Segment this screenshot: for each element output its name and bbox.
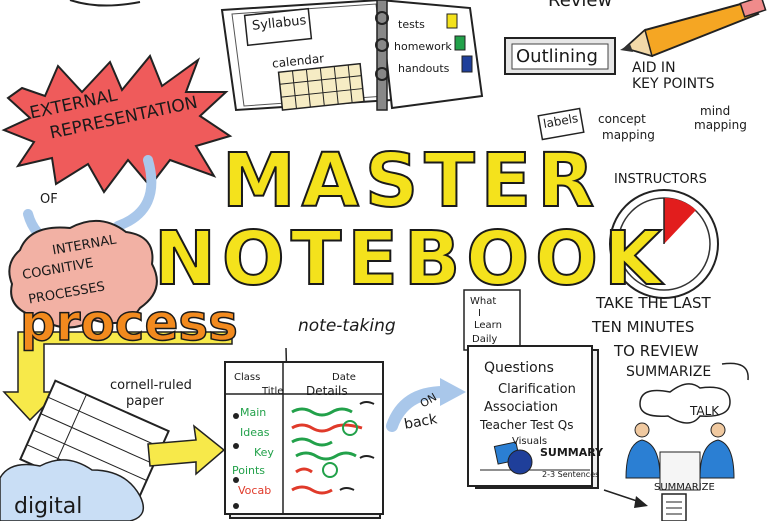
talk-label: TALK <box>690 404 720 418</box>
take-line-2: TEN MINUTES <box>592 318 695 336</box>
bp-teacher-test: Teacher Test Qs <box>480 418 574 432</box>
cornell-line-2: paper <box>126 394 164 409</box>
wld-learn: Learn <box>474 320 502 331</box>
cue-points: Points <box>232 464 266 477</box>
back-page-sheet <box>463 289 599 489</box>
cue-ideas: Ideas <box>240 426 270 439</box>
timer-icon <box>609 189 719 299</box>
bp-clarification: Clarification <box>498 382 576 397</box>
review-partial-label: Review <box>548 0 613 11</box>
bp-summary: SUMMARY <box>540 446 604 459</box>
concept-line-1: concept <box>598 112 646 126</box>
note-taking-label: note-taking <box>298 316 396 336</box>
cycle-arrow <box>113 155 157 231</box>
process-label: process <box>19 294 238 352</box>
sheet-header-title: Title <box>262 386 284 397</box>
on-back-arrow <box>386 386 450 432</box>
tab-handouts-label: handouts <box>398 62 450 75</box>
cue-vocab: Vocab <box>238 484 272 497</box>
wld-daily: Daily <box>472 334 498 345</box>
sheet-header-date: Date <box>332 372 356 383</box>
instructors-label: INSTRUCTORS <box>614 172 707 187</box>
labels-box <box>537 107 585 141</box>
sheet-header-details: Details <box>306 384 348 398</box>
cue-key: Key <box>254 446 274 459</box>
outlining-label: Outlining <box>516 46 598 67</box>
cue-main: Main <box>240 406 267 419</box>
aid-line-1: AID IN <box>632 60 676 76</box>
binder-illustration <box>220 0 484 112</box>
mind-line-2: mapping <box>694 118 747 132</box>
bp-questions: Questions <box>484 360 554 376</box>
cloud-shape <box>0 459 145 521</box>
cornell-line-1: cornell-ruled <box>110 378 192 393</box>
sheet-header-class: Class <box>234 372 261 383</box>
title-line-2: NOTEBOOK <box>153 216 668 302</box>
cornell-sheet <box>224 361 384 519</box>
tab-homework-label: homework <box>394 40 452 53</box>
take-line-1: TAKE THE LAST <box>596 294 711 312</box>
title-line-1: MASTER <box>221 138 601 224</box>
of-label: OF <box>40 192 58 207</box>
take-line-3: TO REVIEW <box>614 342 699 360</box>
speech-bubble <box>639 383 731 424</box>
wld-what: What <box>470 296 497 307</box>
tab-tests-label: tests <box>398 18 425 31</box>
people-talking-icon <box>625 422 735 491</box>
mind-line-1: mind <box>700 104 731 118</box>
digital-label: digital <box>14 494 83 519</box>
wld-i: I <box>478 308 481 319</box>
bp-association: Association <box>484 400 559 415</box>
aid-line-2: KEY POINTS <box>632 76 715 92</box>
take-line-4: SUMMARIZE <box>626 364 712 380</box>
summarize-bottom-label: SUMMARIZE <box>654 482 715 493</box>
concept-line-2: mapping <box>602 128 655 142</box>
brain-shape <box>8 220 158 329</box>
pencil-icon <box>620 0 767 58</box>
yellow-arrow-right <box>147 424 226 476</box>
bp-sentences: 2-3 Sentences <box>542 470 600 479</box>
burst-shape <box>1 54 233 194</box>
bp-visuals: Visuals <box>512 436 548 447</box>
